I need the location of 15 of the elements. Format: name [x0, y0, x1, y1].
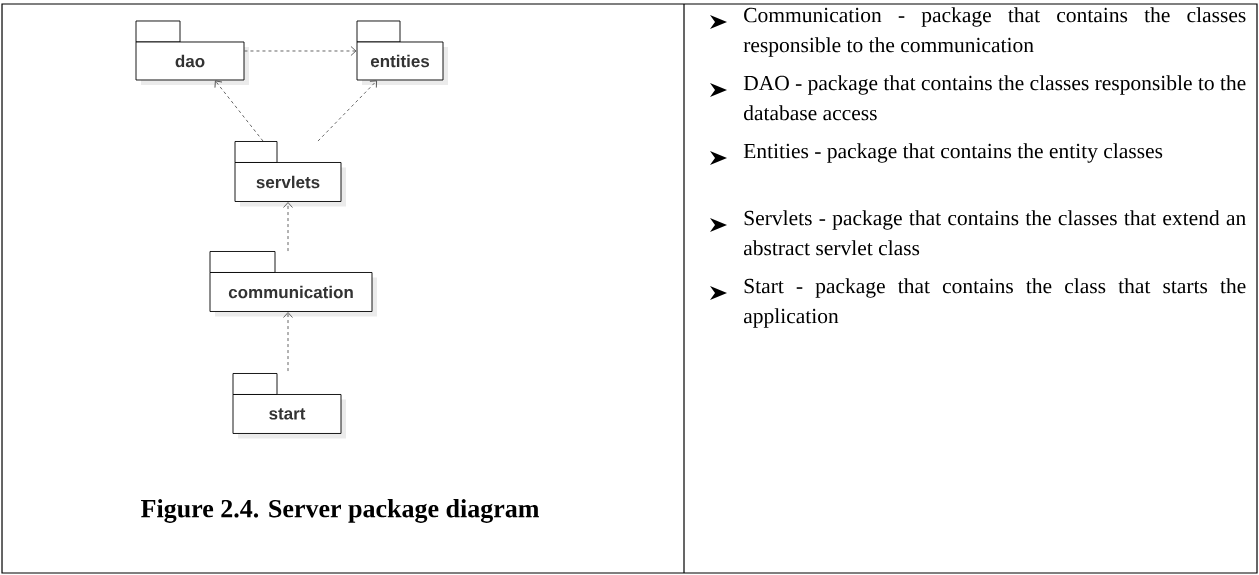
figure-caption: Figure 2.4. Server package diagram: [141, 499, 539, 523]
bullet-text: Communication - package that contains the classes responsible to the communication: [743, 7, 1246, 57]
dependency-arrow: [317, 80, 377, 142]
dependency-arrow: [244, 46, 357, 56]
package-box: servlets: [234, 141, 346, 207]
package-box: communication: [209, 251, 377, 317]
package-box: start: [232, 373, 346, 439]
bullet-text: Start - package that contains the class that starts the application: [743, 278, 1246, 328]
package-box: entities: [356, 20, 448, 85]
dependency-arrow: [283, 312, 293, 372]
bullet-text: Entities - package that contains the entity classes: [743, 143, 1163, 163]
bullet-text: Servlets - package that contains the classes that extend an abstract servlet class: [743, 210, 1246, 256]
package-box: dao: [135, 20, 249, 85]
dependency-arrow: [283, 202, 293, 252]
bullet-text: DAO - package that contains the classes responsible to the database access: [743, 75, 1246, 121]
